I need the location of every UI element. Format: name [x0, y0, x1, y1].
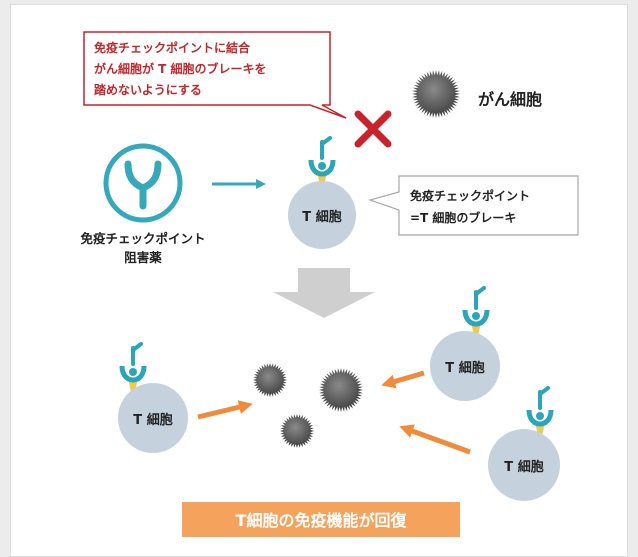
attack-arrow-right-lower — [399, 424, 471, 455]
result-banner-label: T細胞の免疫機能が回復 — [236, 511, 408, 530]
receptor-cup — [526, 409, 554, 427]
result-banner: T細胞の免疫機能が回復 — [182, 502, 460, 537]
t-cell-bottom-left: T 細胞 — [118, 342, 188, 453]
attack-arrow-left — [197, 400, 253, 420]
receptor-ligand — [536, 412, 544, 420]
spiky-cell-icon — [253, 363, 287, 397]
t-cell-right-upper: T 細胞 — [430, 286, 500, 401]
cross-icon — [354, 110, 392, 148]
attack-arrow-right-upper — [381, 370, 425, 389]
receptor-ligand — [318, 162, 326, 170]
spiky-cell-icon — [319, 368, 363, 412]
receptor-ligand — [129, 368, 137, 376]
t-cell-right-lower-label: T 細胞 — [504, 459, 543, 475]
antibody-stem — [320, 136, 332, 160]
drug-label-line-2: 阻害薬 — [124, 250, 162, 265]
drug-label-line-1: 免疫チェックポイント — [80, 231, 205, 246]
t-cell-right-lower: T 細胞 — [488, 386, 560, 501]
spiky-cell-icon — [412, 70, 460, 118]
callout-binding-line-3: 踏めないようにする — [94, 82, 202, 97]
cancer-cell-top: がん細胞 — [412, 70, 542, 118]
antibody-stem — [538, 386, 550, 410]
callout-brake-line-2: =T 細胞のブレーキ — [410, 210, 516, 225]
callout-binding-line-2: がん細胞が T 細胞のブレーキを — [94, 61, 267, 76]
receptor-cup — [462, 309, 490, 327]
callout-brake-note: 免疫チェックポイント =T 細胞のブレーキ — [367, 175, 579, 236]
t-cell-right-upper-label: T 細胞 — [445, 360, 484, 376]
callout-binding-line-1: 免疫チェックポイントに結合 — [94, 40, 251, 55]
cancer-cell-middle-right — [319, 368, 363, 412]
cancer-cell-label: がん細胞 — [478, 90, 542, 109]
antibody-stem — [131, 342, 143, 366]
t-cell-top: T 細胞 — [288, 136, 356, 249]
antibody-stem — [474, 286, 486, 310]
spiky-cell-icon — [280, 414, 314, 448]
receptor-cup — [119, 365, 147, 383]
callout-brake-line-1: 免疫チェックポイント — [410, 188, 530, 203]
cancer-cell-middle-left — [253, 363, 287, 397]
receptor-ligand — [472, 312, 480, 320]
t-cell-bottom-left-label: T 細胞 — [133, 412, 172, 428]
cancer-cell-middle-bottom — [280, 414, 314, 448]
t-cell-top-label: T 細胞 — [302, 209, 341, 225]
callout-binding-note: 免疫チェックポイントに結合 がん細胞が T 細胞のブレーキを 踏めないようにする — [83, 31, 347, 119]
antibody-icon — [103, 143, 183, 223]
receptor-cup — [308, 159, 336, 177]
transition-arrow — [273, 268, 375, 318]
